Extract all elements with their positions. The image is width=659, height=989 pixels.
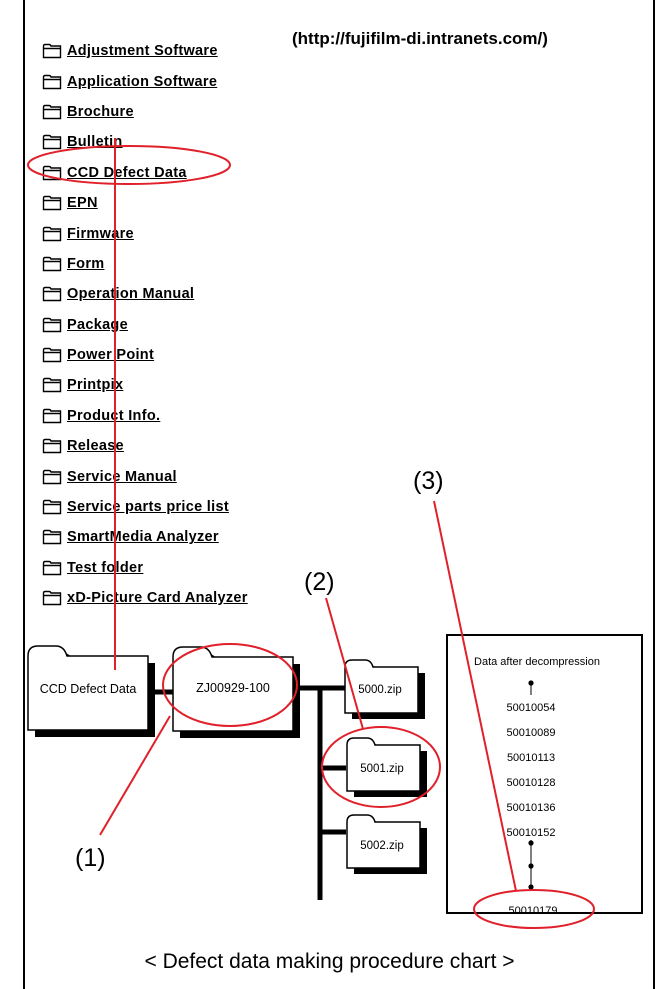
folder-icon	[42, 439, 62, 454]
folder-link-label[interactable]: Service parts price list	[67, 499, 229, 516]
data-entry: 50010054	[507, 702, 556, 714]
folder-icon	[42, 287, 62, 302]
folder-link-label[interactable]: Printpix	[67, 377, 124, 394]
folder-link-item[interactable]: Brochure	[42, 97, 248, 127]
ellipsis-dot	[528, 840, 534, 846]
zip-folder-5001: 5001.zip	[346, 737, 427, 797]
zip-label-5002: 5002.zip	[360, 840, 403, 852]
folder-link-label[interactable]: Product Info.	[67, 407, 161, 424]
folder-link-item[interactable]: Application Software	[42, 66, 248, 96]
folder-link-label[interactable]: Application Software	[67, 73, 218, 90]
root-folder-label: CCD Defect Data	[40, 682, 137, 696]
folder-link-item[interactable]: Release	[42, 431, 248, 461]
folder-icon	[42, 256, 62, 272]
folder-link-label[interactable]: Form	[67, 255, 105, 272]
folder-icon	[42, 104, 62, 120]
callout-label-3: (3)	[413, 467, 444, 495]
zip-folder-5000: 5000.zip	[344, 659, 425, 719]
data-entry: 50010136	[507, 802, 556, 814]
folder-icon	[42, 317, 62, 332]
folder-icon	[42, 347, 62, 363]
folder-link-label[interactable]: EPN	[67, 195, 98, 212]
folder-icon	[42, 499, 62, 515]
highlight-zip-5001	[321, 726, 441, 808]
zip-folder-5002: 5002.zip	[346, 814, 427, 874]
folder-icon	[42, 195, 62, 211]
folder-icon	[42, 135, 62, 150]
folder-icon	[42, 43, 62, 59]
folder-link-label[interactable]: Adjustment Software	[67, 43, 218, 60]
zip-label-5000: 5000.zip	[358, 684, 401, 696]
callout-line-3	[433, 500, 517, 892]
folder-link-item[interactable]: CCD Defect Data	[42, 158, 248, 188]
sub-folder-icon: ZJ00929-100	[172, 646, 300, 738]
folder-link-item[interactable]: Package	[42, 310, 248, 340]
folder-link-item[interactable]: Printpix	[42, 370, 248, 400]
folder-link-label[interactable]: CCD Defect Data	[67, 164, 187, 181]
folder-link-label[interactable]: Operation Manual	[67, 286, 195, 303]
folder-icon	[42, 378, 62, 393]
folder-link-item[interactable]: Service Manual	[42, 461, 248, 491]
folder-icon	[42, 165, 62, 180]
folder-icon	[42, 530, 62, 545]
data-entry: 50010089	[507, 727, 556, 739]
folder-link-item[interactable]: EPN	[42, 188, 248, 218]
highlight-sub-folder	[162, 643, 298, 727]
folder-icon	[42, 408, 62, 424]
data-entry-last: 50010179	[509, 905, 558, 917]
folder-link-label[interactable]: Release	[67, 438, 124, 455]
folder-icon	[42, 560, 62, 576]
page-frame	[23, 0, 655, 989]
callout-line-2	[325, 597, 364, 730]
folder-link-item[interactable]: Test folder	[42, 553, 248, 583]
folder-link-label[interactable]: Brochure	[67, 103, 134, 120]
data-entry: 50010113	[507, 752, 555, 764]
folder-link-label[interactable]: Service Manual	[67, 468, 177, 485]
folder-link-label[interactable]: Package	[67, 316, 128, 333]
folder-link-item[interactable]: Service parts price list	[42, 492, 248, 522]
callout-label-1: (1)	[75, 844, 106, 872]
data-box-title: Data after decompression	[474, 656, 600, 668]
folder-icon	[42, 74, 62, 89]
folder-link-label[interactable]: Firmware	[67, 225, 134, 242]
sub-folder-label: ZJ00929-100	[196, 681, 270, 695]
folder-link-item[interactable]: Adjustment Software	[42, 36, 248, 66]
data-entry: 50010128	[507, 777, 556, 789]
red-highlights	[27, 138, 595, 929]
data-entry: 50010152	[507, 827, 556, 839]
chart-caption: < Defect data making procedure chart >	[144, 950, 515, 973]
folder-link-label[interactable]: Test folder	[67, 559, 144, 576]
folder-link-item[interactable]: Product Info.	[42, 401, 248, 431]
ellipsis-dot	[528, 863, 534, 869]
callout-line-1	[99, 715, 171, 836]
intranet-url: (http://fujifilm-di.intranets.com/)	[292, 29, 548, 48]
callout-label-2: (2)	[304, 568, 335, 596]
folder-link-item[interactable]: xD-Picture Card Analyzer	[42, 583, 248, 613]
folder-icon	[42, 591, 62, 606]
folder-link-item[interactable]: Operation Manual	[42, 279, 248, 309]
folder-link-label[interactable]: SmartMedia Analyzer	[67, 529, 219, 546]
folder-link-item[interactable]: SmartMedia Analyzer	[42, 522, 248, 552]
ellipsis-dot	[528, 884, 534, 890]
folder-icon	[42, 469, 62, 484]
highlight-ccd-defect-data	[27, 145, 231, 185]
folder-link-label[interactable]: xD-Picture Card Analyzer	[67, 590, 248, 607]
folder-link-item[interactable]: Power Point	[42, 340, 248, 370]
zip-label-5001: 5001.zip	[360, 763, 403, 775]
folder-icon	[42, 226, 62, 241]
folder-link-label[interactable]: Power Point	[67, 347, 155, 364]
highlight-last-entry	[473, 889, 595, 929]
decompressed-data-box: Data after decompression 50010054 500100…	[446, 634, 643, 917]
folder-link-item[interactable]: Firmware	[42, 218, 248, 248]
folder-link-item[interactable]: Form	[42, 249, 248, 279]
root-folder-icon: CCD Defect Data	[27, 645, 155, 737]
